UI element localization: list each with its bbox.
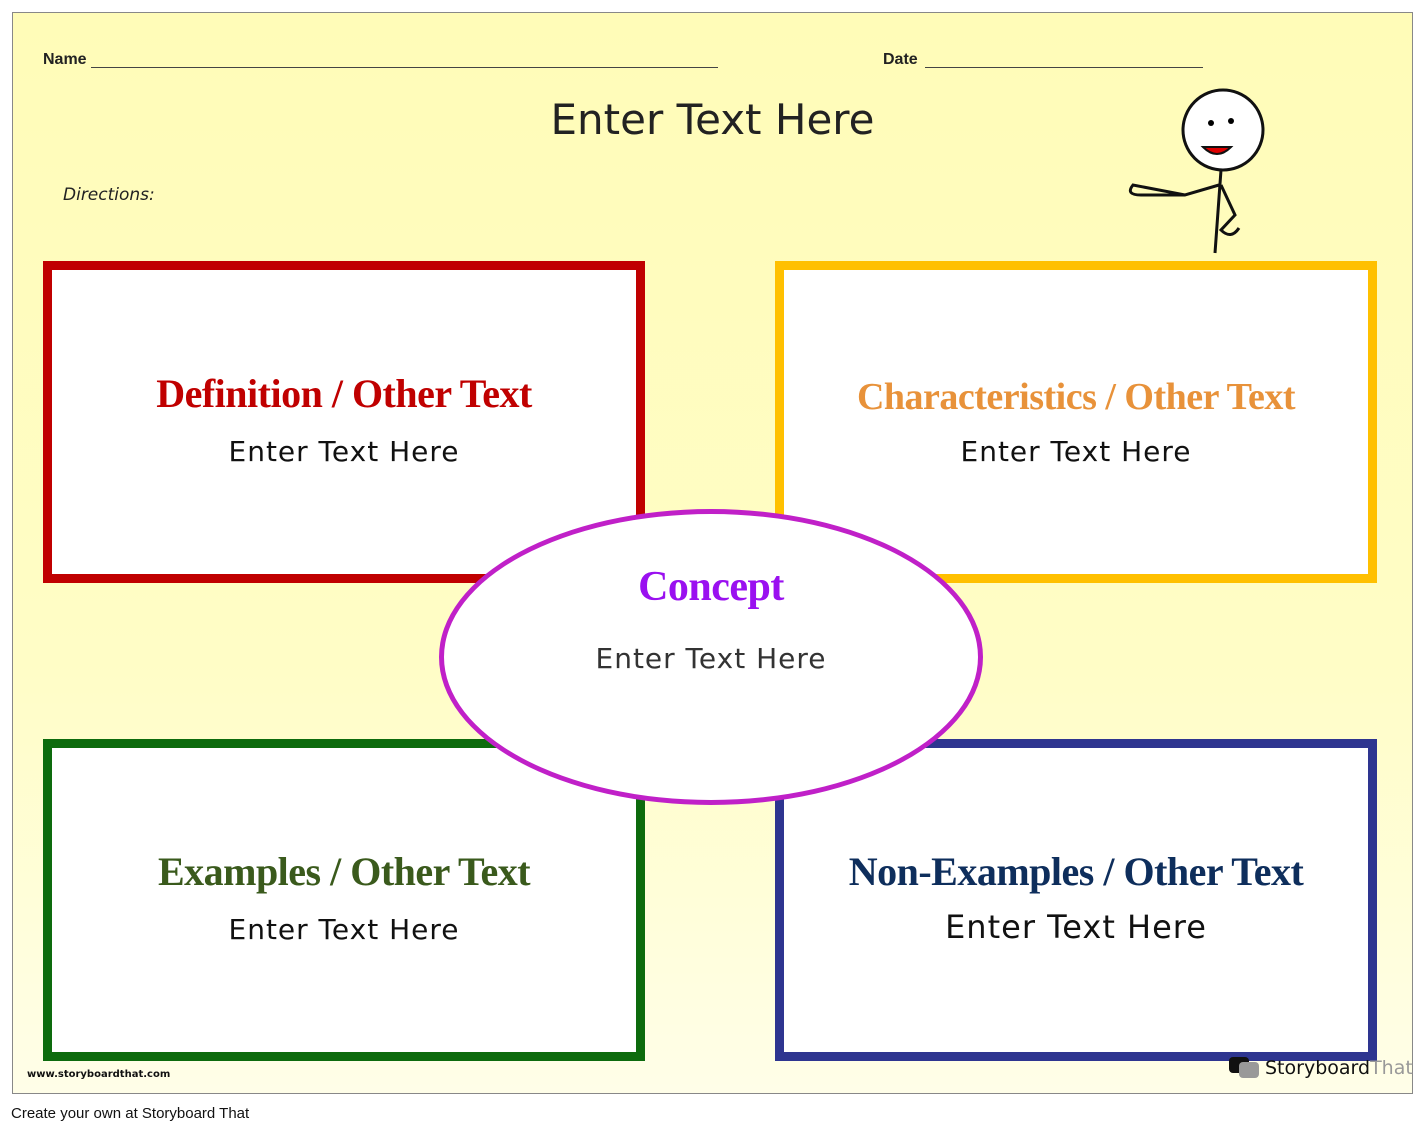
definition-title: Definition / Other Text [156,371,532,416]
examples-title: Examples / Other Text [157,849,531,894]
name-field[interactable] [91,67,718,68]
concept-oval[interactable]: Concept Enter Text Here [439,509,983,805]
logo-text-storyboard: Storyboard [1265,1057,1371,1079]
characteristics-title: Characteristics / Other Text [856,376,1296,418]
concept-title: Concept [638,564,784,610]
worksheet: Name Date Enter Text Here Directions: De… [12,12,1413,1094]
date-field[interactable] [925,67,1203,68]
examples-box[interactable]: Examples / Other Text Enter Text Here [43,739,645,1061]
directions-label: Directions: [63,185,155,205]
definition-text[interactable]: Enter Text Here [228,435,460,468]
concept-text[interactable]: Enter Text Here [595,642,827,675]
speech-bubbles-icon [1229,1057,1261,1079]
name-label: Name [43,51,87,68]
non-examples-title: Non-Examples / Other Text [848,849,1304,894]
non-examples-box[interactable]: Non-Examples / Other Text Enter Text Her… [775,739,1377,1061]
date-label: Date [883,51,918,68]
create-your-own-link[interactable]: Create your own at Storyboard That [11,1105,250,1122]
stick-figure-icon [1128,88,1265,254]
worksheet-title[interactable]: Enter Text Here [550,95,875,144]
logo-text-that: That [1370,1057,1413,1079]
definition-box[interactable]: Definition / Other Text Enter Text Here [43,261,645,583]
characteristics-box[interactable]: Characteristics / Other Text Enter Text … [775,261,1377,583]
site-url: www.storyboardthat.com [27,1069,171,1080]
non-examples-text[interactable]: Enter Text Here [945,908,1207,946]
examples-text[interactable]: Enter Text Here [228,913,460,946]
characteristics-text[interactable]: Enter Text Here [960,435,1192,468]
